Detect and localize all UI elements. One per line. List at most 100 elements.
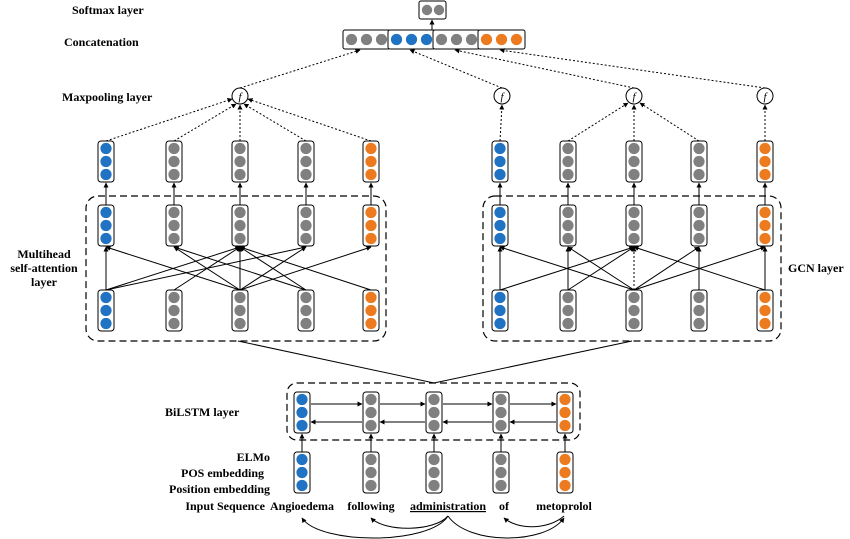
bilstm-vector-1-unit <box>296 393 308 406</box>
pool-arrow <box>567 102 629 142</box>
bilstm-vector-4-unit <box>495 406 507 419</box>
embedding-vector-of-unit <box>495 453 507 466</box>
gcn-output-vector-1-unit <box>494 232 506 245</box>
gcn-output-vector-5-unit <box>759 206 771 219</box>
mhsa-input-vector-3-unit <box>234 304 246 317</box>
attention-connection <box>173 246 307 291</box>
gcn-pooled-vector-1-unit <box>494 155 506 168</box>
attention-connection <box>173 246 241 291</box>
mhsa-label-line3: layer <box>31 275 58 289</box>
bilstm-vector-5-unit <box>559 419 571 432</box>
concat-arrow-1 <box>239 48 361 89</box>
pool-arrow <box>243 103 307 142</box>
maxpool-circle-gcn-2: f <box>625 87 643 105</box>
embedding-vector-administration-unit <box>428 466 440 479</box>
mhsa-input-vector-2-unit <box>168 291 180 304</box>
gcn-pooled-vector-4-unit <box>693 168 705 181</box>
bilstm-vector-2-unit <box>365 419 377 432</box>
gcn-output-vector-4-unit <box>693 206 705 219</box>
mhsa-input-vector-3-unit <box>234 317 246 330</box>
gcn-input-vector-1-unit <box>494 317 506 330</box>
gcn-input-vector-3-unit <box>628 304 640 317</box>
gcn-group-box <box>482 195 782 342</box>
mhsa-output-vector-4-unit <box>300 206 312 219</box>
mhsa-label-line1: Multihead <box>17 247 71 261</box>
mhsa-input-vector-4-unit <box>300 291 312 304</box>
concat-block-4-unit <box>510 33 523 46</box>
position-embedding-label: Position embedding <box>169 482 270 496</box>
mhsa-pooled-vector-1-unit <box>100 142 112 155</box>
mhsa-output-vector-5-unit <box>365 232 377 245</box>
mhsa-output-vector-5-unit <box>365 219 377 232</box>
mhsa-output-vector-2-unit <box>168 232 180 245</box>
mhsa-output-vector-1-unit <box>100 232 112 245</box>
pool-symbol: f <box>632 91 637 103</box>
embedding-vector-following-unit <box>365 466 377 479</box>
gcn-pooled-vector-5-unit <box>759 142 771 155</box>
maxpooling-layer-label: Maxpooling layer <box>62 90 153 104</box>
bilstm-vector-1-unit <box>296 406 308 419</box>
concat-block-2-unit <box>390 33 403 46</box>
gcn-input-vector-4-unit <box>693 317 705 330</box>
mhsa-pooled-vector-4-unit <box>300 168 312 181</box>
gcn-connection <box>633 246 766 291</box>
concat-block-3-unit <box>450 33 463 46</box>
concat-arrow-4 <box>499 48 766 89</box>
concat-block-4-unit <box>480 33 493 46</box>
mhsa-output-vector-4-unit <box>300 219 312 232</box>
mhsa-input-vector-1-unit <box>100 317 112 330</box>
gcn-input-vector-4-unit <box>693 304 705 317</box>
word-metoprolol: metoprolol <box>536 499 592 513</box>
bilstm-vector-2-unit <box>365 406 377 419</box>
gcn-pooled-vector-2-unit <box>562 155 574 168</box>
bilstm-vector-5-unit <box>559 406 571 419</box>
maxpool-circle-gcn-1: f <box>493 87 511 105</box>
embedding-vector-following-unit <box>365 453 377 466</box>
gcn-pooled-vector-3-unit <box>628 155 640 168</box>
pool-symbol: f <box>238 91 243 103</box>
mhsa-input-vector-2-unit <box>168 304 180 317</box>
pool-symbol: f <box>763 91 768 103</box>
dependency-arc-metoprolol-of <box>503 515 565 528</box>
mhsa-input-vector-4-unit <box>300 317 312 330</box>
mhsa-input-vector-5-unit <box>365 317 377 330</box>
mhsa-input-vector-3-unit <box>234 291 246 304</box>
mhsa-input-vector-4-unit <box>300 304 312 317</box>
mhsa-pooled-vector-4-unit <box>300 155 312 168</box>
gcn-pooled-vector-4-unit <box>693 142 705 155</box>
mhsa-output-vector-2-unit <box>168 206 180 219</box>
attention-connection <box>105 245 307 291</box>
pool-arrow <box>105 98 233 142</box>
mhsa-pooled-vector-1-unit <box>100 168 112 181</box>
concat-block-3-unit <box>435 33 448 46</box>
concat-block-1-unit <box>375 33 388 46</box>
gcn-input-vector-5-unit <box>759 317 771 330</box>
word-angioedema: Angioedema <box>270 499 334 513</box>
mhsa-output-vector-1-unit <box>100 219 112 232</box>
gcn-input-vector-3-unit <box>628 291 640 304</box>
bilstm-vector-3-unit <box>428 393 440 406</box>
mhsa-pooled-vector-1-unit <box>100 155 112 168</box>
gcn-output-vector-2-unit <box>562 219 574 232</box>
gcn-pooled-vector-5-unit <box>759 168 771 181</box>
embedding-vector-following-unit <box>365 479 377 492</box>
gcn-output-vector-2-unit <box>562 232 574 245</box>
mhsa-output-vector-1-unit <box>100 206 112 219</box>
gcn-input-vector-2-unit <box>562 291 574 304</box>
pool-arrow <box>639 102 700 142</box>
mhsa-label-line2: self-attention <box>10 261 78 275</box>
embedding-vector-of-unit <box>495 466 507 479</box>
gcn-input-vector-4-unit <box>693 291 705 304</box>
maxpool-circle-mhsa-1: f <box>231 87 249 105</box>
mhsa-input-vector-5-unit <box>365 291 377 304</box>
mhsa-pooled-vector-2-unit <box>168 168 180 181</box>
concat-block-1-unit <box>360 33 373 46</box>
mhsa-group-box <box>85 195 387 342</box>
concat-block-1-unit <box>345 33 358 46</box>
gcn-output-vector-5-unit <box>759 232 771 245</box>
gcn-pooled-vector-2-unit <box>562 168 574 181</box>
gcn-output-vector-1-unit <box>494 219 506 232</box>
concat-block-2-unit <box>405 33 418 46</box>
gcn-pooled-vector-3-unit <box>628 142 640 155</box>
maxpool-circle-gcn-3: f <box>756 87 774 105</box>
